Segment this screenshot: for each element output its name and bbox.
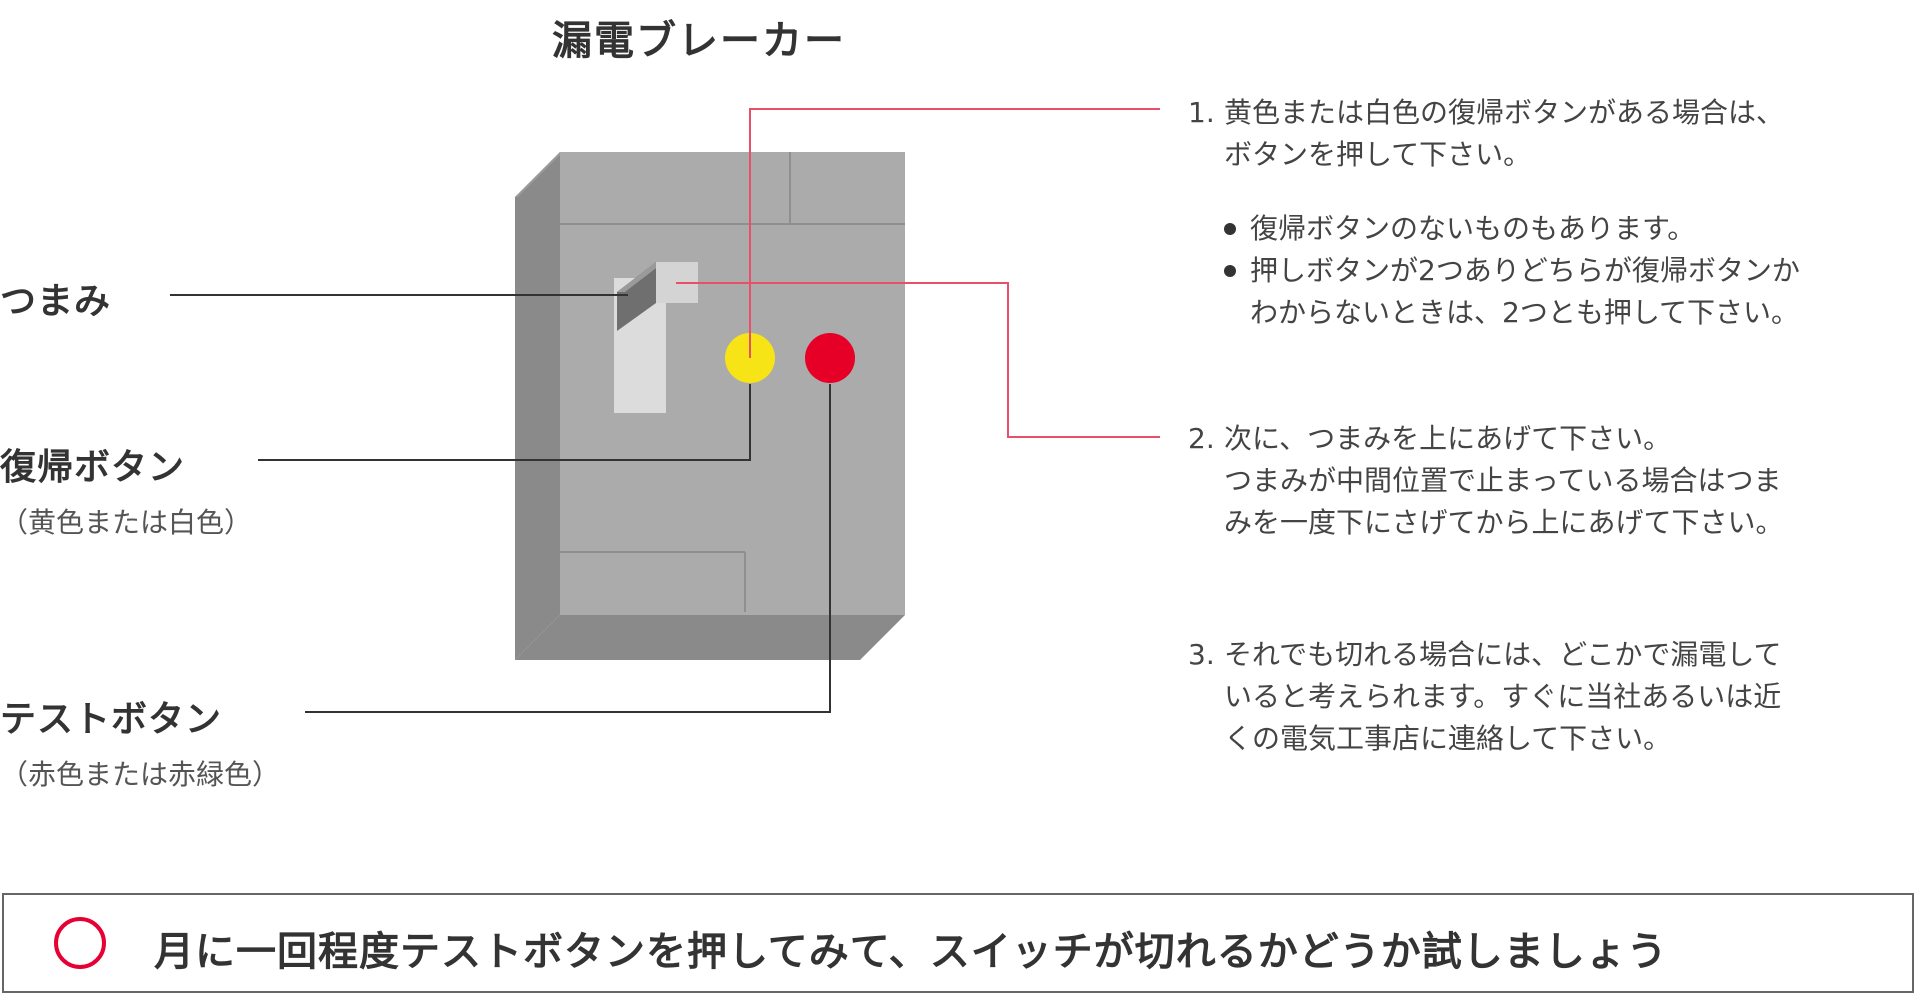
- step-2-number: 2.: [1188, 422, 1215, 455]
- step-3-line-1: それでも切れる場合には、どこかで漏電して: [1224, 638, 1782, 671]
- breaker-front-face: [560, 152, 905, 615]
- leader-step1: [749, 108, 1160, 358]
- diagram-title: 漏電ブレーカー: [552, 18, 846, 64]
- test-button-label: テストボタン: [0, 699, 223, 740]
- step-2-line-1: 次に、つまみを上にあげて下さい。: [1224, 422, 1672, 455]
- note-2-line-2: わからないときは、2つとも押して下さい。: [1250, 296, 1799, 329]
- leader-reset: [258, 384, 751, 461]
- leader-test: [305, 384, 831, 713]
- reset-button-note: （黄色または白色）: [0, 506, 253, 539]
- test-button-note: （赤色または赤緑色）: [0, 758, 281, 791]
- circle-mark-icon: [54, 917, 106, 969]
- step-3-line-3: くの電気工事店に連絡して下さい。: [1224, 722, 1672, 755]
- step-3: 3. それでも切れる場合には、どこかで漏電して いると考えられます。すぐに当社あ…: [1188, 634, 1781, 760]
- test-button-graphic: [805, 333, 855, 383]
- step-2-line-3: みを一度下にさげてから上にあげて下さい。: [1224, 506, 1784, 539]
- note-item: 押しボタンが2つありどちらが復帰ボタンか わからないときは、2つとも押して下さい…: [1222, 250, 1800, 334]
- breaker-top-bevel: [515, 152, 563, 197]
- breaker-bottom-side: [515, 615, 905, 660]
- step-2: 2. 次に、つまみを上にあげて下さい。 つまみが中間位置で止まっている場合はつま…: [1188, 418, 1783, 544]
- leader-step2: [676, 282, 1160, 438]
- step-1-line-2: ボタンを押して下さい。: [1224, 138, 1532, 171]
- step-1: 1. 黄色または白色の復帰ボタンがある場合は、 ボタンを押して下さい。: [1188, 92, 1784, 176]
- bullet-dot-icon: [1224, 265, 1236, 277]
- step-1-line-1: 黄色または白色の復帰ボタンがある場合は、: [1224, 96, 1785, 129]
- reset-button-label: 復帰ボタン: [0, 447, 186, 488]
- breaker-left-side: [515, 152, 560, 660]
- step-3-line-2: いると考えられます。すぐに当社あるいは近: [1224, 680, 1782, 713]
- note-1-line-1: 復帰ボタンのないものもあります。: [1250, 212, 1696, 245]
- note-2-line-1: 押しボタンが2つありどちらが復帰ボタンか: [1250, 254, 1800, 287]
- step-1-number: 1.: [1188, 96, 1215, 129]
- note-item: 復帰ボタンのないものもあります。: [1222, 208, 1800, 250]
- bullet-dot-icon: [1224, 223, 1236, 235]
- note-list: 復帰ボタンのないものもあります。 押しボタンが2つありどちらが復帰ボタンか わか…: [1222, 208, 1800, 334]
- knob-label: つまみ: [0, 281, 112, 322]
- tip-text: 月に一回程度テストボタンを押してみて、スイッチが切れるかどうか試しましょう: [154, 929, 1668, 975]
- step-2-line-2: つまみが中間位置で止まっている場合はつま: [1224, 464, 1782, 497]
- tip-box: 月に一回程度テストボタンを押してみて、スイッチが切れるかどうか試しましょう: [2, 893, 1914, 993]
- step-3-number: 3.: [1188, 638, 1215, 671]
